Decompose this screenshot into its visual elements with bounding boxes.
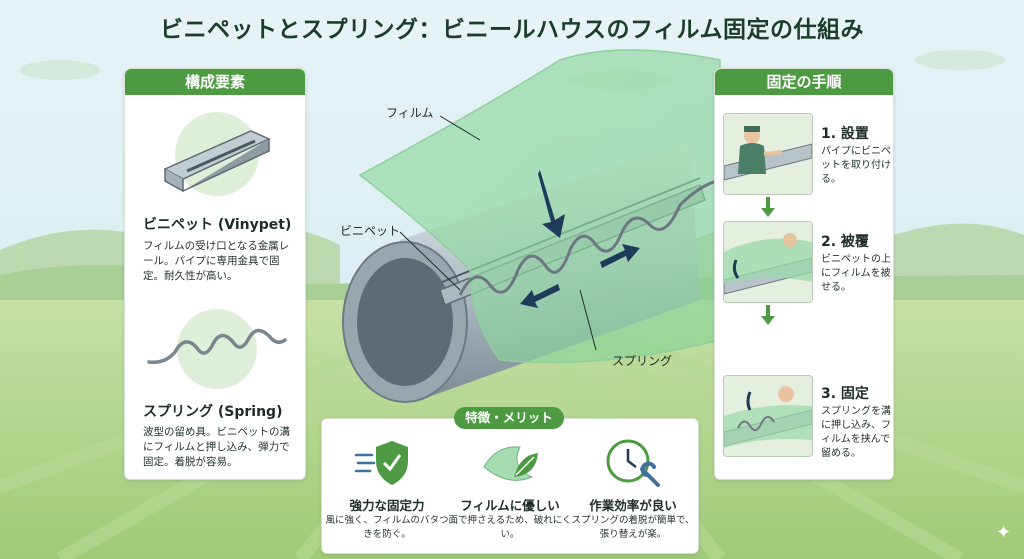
leaf-film-icon bbox=[483, 446, 538, 481]
step2-image bbox=[723, 221, 813, 303]
procedure-heading: 固定の手順 bbox=[715, 69, 893, 95]
merit3-title: 作業効率が良い bbox=[589, 498, 677, 513]
step1-desc: パイプにビニペットを取り付ける。 bbox=[821, 146, 891, 185]
step3-title: 3. 固定 bbox=[821, 386, 869, 402]
sparkle-icon: ✦ bbox=[996, 522, 1012, 543]
spring-desc: 波型の留め具。ビニペットの溝にフィルムと押し込み、弾力で固定。着脱が容易。 bbox=[143, 426, 290, 468]
components-panel: 構成要素 ビニペット (Vinypet) フィルムの受け口となる金属レール。パイ… bbox=[124, 68, 306, 480]
vinypet-desc: フィルムの受け口となる金属レール。パイプに専用金具で固定。耐久性が高い。 bbox=[143, 240, 290, 282]
vinypet-name: ビニペット (Vinypet) bbox=[143, 217, 292, 233]
page-title: ビニペットとスプリング：ビニールハウスのフィルム固定の仕組み bbox=[159, 17, 865, 43]
step1-image bbox=[723, 113, 813, 195]
wind-shield-icon bbox=[354, 441, 408, 485]
vinypet-icon bbox=[163, 112, 271, 196]
merit2-title: フィルムに優しい bbox=[460, 498, 560, 513]
label-spring: スプリング bbox=[612, 354, 673, 368]
label-vinypet: ビニペット bbox=[340, 224, 401, 238]
components-heading: 構成要素 bbox=[125, 69, 305, 95]
step3-image bbox=[723, 375, 813, 457]
step2-title: 2. 被覆 bbox=[821, 234, 869, 250]
merit2-desc: 面で押さえるため、破れにくい。 bbox=[448, 515, 572, 540]
label-film: フィルム bbox=[386, 106, 434, 120]
merits-panel: 特徴・メリット 強力な固定力 風に強く、フィルムのバタつきを防ぐ。 フィルムに優… bbox=[321, 407, 699, 554]
procedure-panel: 固定の手順 1. 設置 パイプにビニペットを取り付ける。 2. 被 bbox=[714, 68, 894, 480]
merit1-title: 強力な固定力 bbox=[349, 498, 425, 513]
spring-name: スプリング (Spring) bbox=[143, 404, 283, 420]
step2-desc: ビニペットの上にフィルムを被せる。 bbox=[821, 254, 891, 293]
down-arrow-icon bbox=[761, 197, 775, 217]
clock-wrench-icon bbox=[606, 439, 660, 487]
merit1-desc: 風に強く、フィルムのバタつきを防ぐ。 bbox=[325, 515, 449, 540]
merits-heading: 特徴・メリット bbox=[454, 407, 564, 429]
step1-title: 1. 設置 bbox=[821, 126, 869, 142]
spring-coil bbox=[458, 178, 721, 296]
greenhouse-film bbox=[358, 49, 721, 364]
merit3-desc: スプリングの着脱が簡単で、張り替えが楽。 bbox=[571, 515, 695, 540]
direction-arrows bbox=[520, 170, 640, 308]
spring-icon bbox=[147, 309, 287, 389]
down-arrow-icon bbox=[761, 305, 775, 325]
step3-desc: スプリングを溝に押し込み、フィルムを挟んで留める。 bbox=[821, 406, 891, 459]
